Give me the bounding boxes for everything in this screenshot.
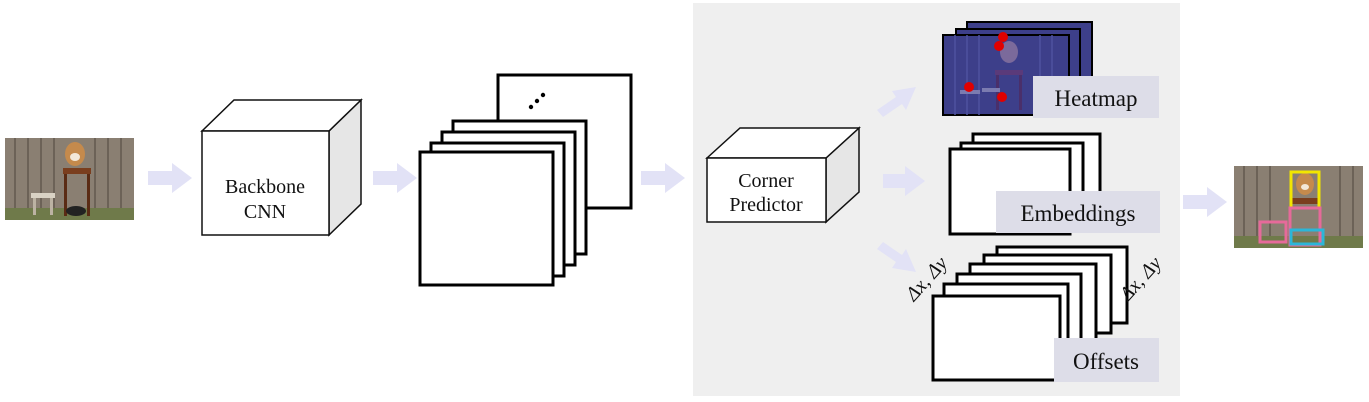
embeddings-label: Embeddings [1021, 201, 1136, 226]
feature-map-stack [418, 73, 633, 287]
backbone-label-line2: CNN [244, 201, 286, 223]
corner-predictor-box [705, 126, 861, 224]
arrow-heatmap [877, 87, 916, 117]
dog-photo-icon [5, 138, 134, 220]
detected-dog-photo-icon [1234, 166, 1363, 248]
arrow-4 [1183, 187, 1227, 217]
offsets-label-bg [1054, 338, 1159, 382]
heatmap-label-bg [1033, 76, 1159, 118]
arrow-1 [148, 163, 192, 193]
arrow-offsets [877, 242, 916, 272]
arrow-3 [641, 163, 685, 193]
predictor-label-line1: Corner [738, 170, 794, 192]
arrow-embeddings [883, 166, 925, 196]
arrow-2 [373, 163, 417, 193]
backbone-label-line1: Backbone [225, 176, 305, 198]
embeddings-label-bg [996, 191, 1160, 233]
backbone-box [200, 98, 363, 237]
offsets-label: Offsets [1073, 349, 1139, 374]
offsets-stack [931, 245, 1129, 382]
predictor-label-line2: Predictor [729, 194, 803, 216]
ellipsis-icon [528, 92, 546, 110]
heatmap-label: Heatmap [1054, 86, 1137, 111]
